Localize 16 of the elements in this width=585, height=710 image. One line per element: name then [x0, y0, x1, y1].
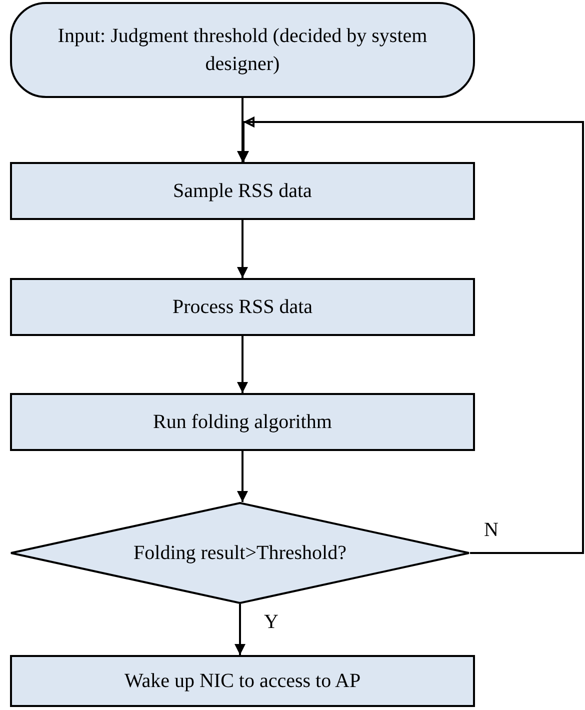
process-box — [10, 162, 475, 220]
process-box — [10, 278, 475, 336]
node-text: Input: Judgment threshold (decided by system designer) — [56, 24, 428, 77]
node-text: Process RSS data — [172, 295, 312, 320]
arrow — [237, 451, 248, 502]
process-box — [10, 393, 475, 451]
node-text: Folding result>Threshold? — [134, 541, 346, 566]
start-terminal — [10, 2, 475, 98]
process-box — [10, 655, 475, 707]
arrow — [237, 220, 248, 278]
node-text: Wake up NIC to access to AP — [124, 669, 361, 694]
decision-diamond — [10, 502, 470, 604]
arrow — [237, 336, 248, 393]
node-text: Run folding algorithm — [153, 410, 332, 435]
node-text: Sample RSS data — [173, 179, 312, 204]
arrow — [234, 604, 246, 655]
